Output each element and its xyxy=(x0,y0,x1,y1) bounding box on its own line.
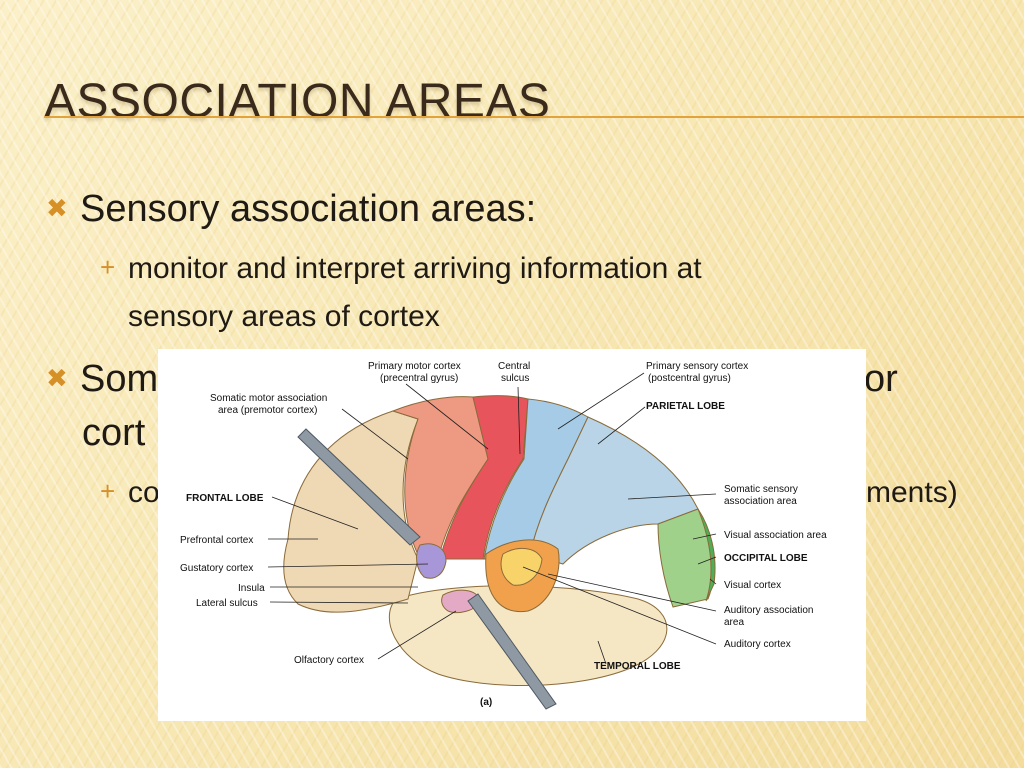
subbullet-text-line2: sensory areas of cortex xyxy=(128,300,440,333)
label-visual-association-area: Visual association area xyxy=(724,530,827,541)
parietal-region xyxy=(529,416,699,565)
label-insula: Insula xyxy=(238,583,265,594)
sun-bullet-icon: ✖ xyxy=(46,193,68,223)
label-temporal-lobe: TEMPORAL LOBE xyxy=(594,661,681,672)
bullet-text-start: Som xyxy=(80,358,159,400)
plus-bullet-icon: + xyxy=(100,476,116,506)
label-precentral-gyrus: (precentral gyrus) xyxy=(380,373,458,384)
label-postcentral-gyrus: (postcentral gyrus) xyxy=(648,373,731,384)
primary-motor-region xyxy=(439,395,529,560)
brain-illustration: Primary motor cortex (precentral gyrus) … xyxy=(180,361,827,710)
brain-diagram: Primary motor cortex (precentral gyrus) … xyxy=(158,349,866,721)
label-parietal-lobe: PARIETAL LOBE xyxy=(646,401,725,412)
subbullet-partial: + co xyxy=(100,476,160,510)
plus-bullet-icon: + xyxy=(100,252,116,282)
gustatory-region xyxy=(416,543,447,579)
auditory-cortex-region xyxy=(500,547,543,586)
subbullet-text-line1: monitor and interpret arriving informati… xyxy=(128,252,702,285)
bullet-text-end: or xyxy=(864,358,898,400)
sun-bullet-icon: ✖ xyxy=(46,363,68,393)
label-prefrontal-cortex: Prefrontal cortex xyxy=(180,535,253,546)
label-area: area xyxy=(724,617,744,628)
subbullet-monitor: + monitor and interpret arriving informat… xyxy=(100,252,702,286)
visual-cortex-region xyxy=(697,508,716,602)
subbullet-text-end: ments) xyxy=(866,476,958,509)
label-primary-sensory-cortex: Primary sensory cortex xyxy=(646,361,748,372)
bullet-text-line2-start: cort xyxy=(82,412,146,454)
label-association-area: association area xyxy=(724,496,797,507)
bullet-text: Sensory association areas: xyxy=(80,188,537,230)
label-somatic-sensory: Somatic sensory xyxy=(724,484,798,495)
retractor-upper xyxy=(297,428,421,546)
label-leader-lines xyxy=(267,372,717,665)
label-central: Central xyxy=(498,361,530,372)
title-underline xyxy=(44,116,1024,118)
subbullet-text-start: co xyxy=(128,476,160,509)
label-occipital-lobe: OCCIPITAL LOBE xyxy=(724,553,808,564)
label-premotor-cortex: area (premotor cortex) xyxy=(218,405,317,416)
label-somatic-motor-association: Somatic motor association xyxy=(210,393,327,404)
premotor-region xyxy=(391,396,489,560)
label-frontal-lobe: FRONTAL LOBE xyxy=(186,493,264,504)
label-sulcus: sulcus xyxy=(501,373,529,384)
slide-title: Association Areas xyxy=(44,75,551,128)
panel-label: (a) xyxy=(480,697,492,708)
label-visual-cortex: Visual cortex xyxy=(724,580,781,591)
label-primary-motor-cortex: Primary motor cortex xyxy=(368,361,461,372)
label-auditory-cortex: Auditory cortex xyxy=(724,639,791,650)
label-lateral-sulcus: Lateral sulcus xyxy=(196,598,258,609)
olfactory-region xyxy=(441,589,481,614)
bullet-sensory-association: ✖ Sensory association areas: xyxy=(46,188,536,231)
label-gustatory-cortex: Gustatory cortex xyxy=(180,563,253,574)
label-olfactory-cortex: Olfactory cortex xyxy=(294,655,364,666)
label-auditory-association: Auditory association xyxy=(724,605,814,616)
retractor-lower xyxy=(467,593,557,710)
bullet-somatic-partial: ✖ Som xyxy=(46,358,158,401)
